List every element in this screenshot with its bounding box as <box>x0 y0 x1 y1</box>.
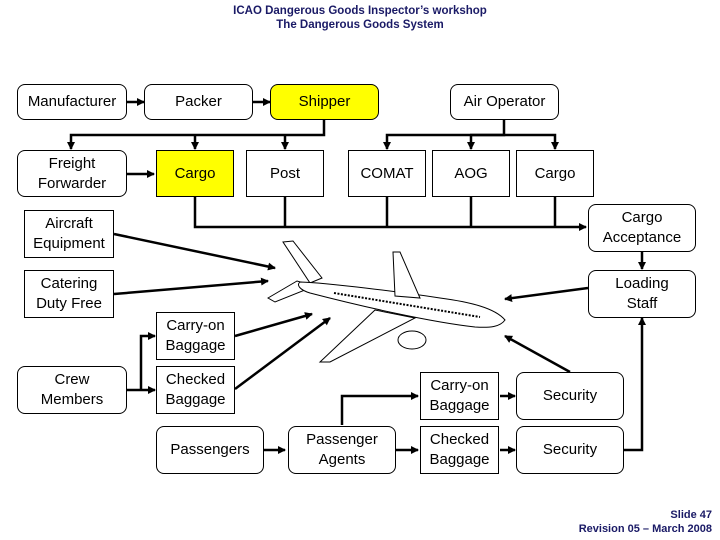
arrow-operator-comat <box>383 120 506 150</box>
box-pax-checked-baggage: Checked Baggage <box>420 426 499 474</box>
arrow-agents-carryon <box>340 392 419 425</box>
box-aircraft-equipment: Aircraft Equipment <box>24 210 114 258</box>
box-crew-members: Crew Members <box>17 366 127 414</box>
arrow-crew-carryon-aircraft <box>234 312 313 338</box>
box-cargo-operator: Cargo <box>516 150 594 197</box>
box-shipper: Shipper <box>270 84 379 120</box>
box-freight-forwarder: Freight Forwarder <box>17 150 127 197</box>
aircraft-engine <box>397 330 427 350</box>
box-catering-duty-free: Catering Duty Free <box>24 270 114 318</box>
aircraft-illustration <box>267 240 506 363</box>
box-passenger-agents: Passenger Agents <box>288 426 396 474</box>
arrow-crew-checked-aircraft <box>234 316 331 391</box>
box-pax-carry-on-baggage: Carry-on Baggage <box>420 372 499 420</box>
box-manufacturer: Manufacturer <box>17 84 127 120</box>
footer-revision: Revision 05 – March 2008 <box>578 523 712 535</box>
arrow-loading-aircraft <box>504 286 589 303</box>
aircraft-near-wing <box>318 309 417 363</box>
header-subtitle: The Dangerous Goods System <box>276 19 444 31</box>
aircraft-tail-fin <box>282 240 323 284</box>
header-title: ICAO Dangerous Goods Inspector’s worksho… <box>233 5 487 17</box>
box-post: Post <box>246 150 324 197</box>
box-crew-carry-on-baggage: Carry-on Baggage <box>156 312 235 360</box>
box-security-checked: Security <box>516 426 624 474</box>
box-comat: COMAT <box>348 150 426 197</box>
box-security-carry-on: Security <box>516 372 624 420</box>
box-packer: Packer <box>144 84 253 120</box>
footer-slide-number: Slide 47 <box>670 509 712 521</box>
aircraft-far-wing <box>392 251 421 299</box>
box-crew-checked-baggage: Checked Baggage <box>156 366 235 414</box>
arrow-equipment-aircraft <box>113 232 276 271</box>
arrow-security-aircraft <box>504 334 571 374</box>
aircraft-windows <box>333 292 481 318</box>
arrow-crew-carryon <box>139 332 156 390</box>
arrow-shipper-freight <box>67 120 326 150</box>
arrow-security-loading <box>624 317 646 452</box>
box-cargo-acceptance: Cargo Acceptance <box>588 204 696 252</box>
arrow-catering-aircraft <box>113 277 269 296</box>
arrow-operator-cargo <box>470 133 559 150</box>
box-loading-staff: Loading Staff <box>588 270 696 318</box>
box-cargo-shipper: Cargo <box>156 150 234 197</box>
box-passengers: Passengers <box>156 426 264 474</box>
box-aog: AOG <box>432 150 510 197</box>
arrow-to-cargo-acceptance <box>193 197 587 231</box>
box-air-operator: Air Operator <box>450 84 559 120</box>
